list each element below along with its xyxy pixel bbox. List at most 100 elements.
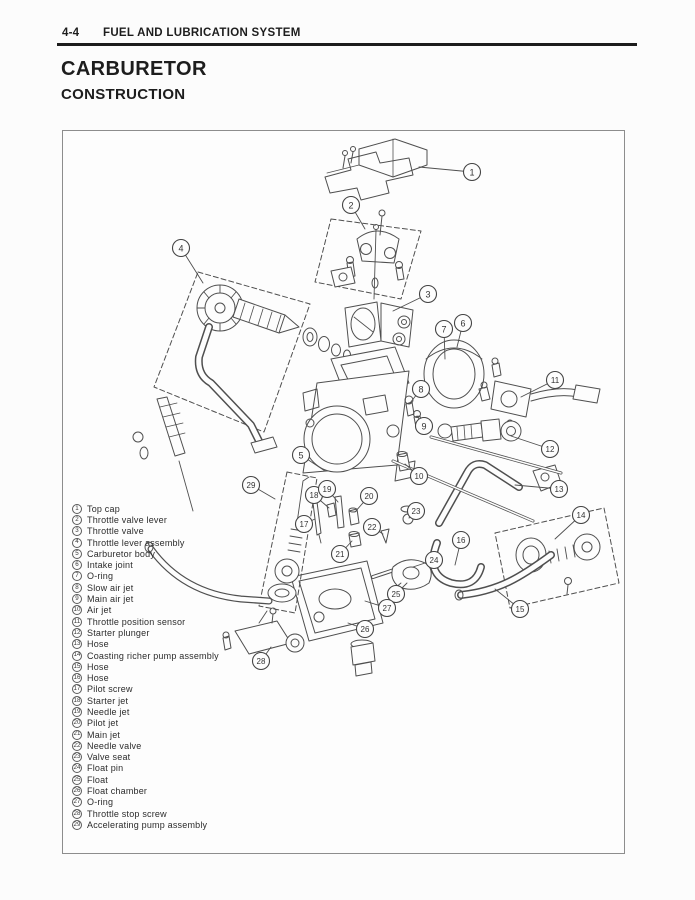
- legend-item-label: Main jet: [87, 729, 121, 740]
- part-callout-number: 23: [412, 507, 421, 516]
- legend-item-number: 1: [72, 503, 82, 514]
- legend-item-number: 17: [72, 684, 82, 695]
- part-callout: [294, 514, 314, 534]
- part-callout: [291, 445, 311, 465]
- legend-item: 29 Accelerating pump assembly: [72, 819, 219, 830]
- legend-item-number: 28: [72, 808, 82, 819]
- throttle-valve-drawing: [344, 224, 414, 348]
- legend-item-label: Air jet: [87, 605, 112, 616]
- part-callout: [540, 439, 560, 459]
- legend-item-number: 18: [72, 695, 82, 706]
- stop-screw-drawing: [222, 610, 305, 655]
- part-callout: [462, 162, 482, 182]
- richer-pump-box14: [494, 507, 620, 609]
- legend-item: 9 Main air jet: [72, 593, 219, 605]
- legend-item: 14 Coasting richer pump assembly: [72, 650, 219, 661]
- part-callout: [359, 486, 379, 506]
- starter-plunger-drawing: [437, 418, 522, 442]
- legend-item-label: Coasting richer pump assembly: [87, 650, 219, 661]
- legend-item-number: 9: [72, 594, 82, 605]
- part-callout: [409, 466, 429, 486]
- legend-item-number: 15: [72, 661, 82, 672]
- legend-item-label: O-ring: [87, 797, 114, 808]
- part-callout: [451, 530, 471, 550]
- part-callout-number: 17: [300, 520, 309, 529]
- legend-item-number: 13: [72, 639, 82, 650]
- legend-item-label: O-ring: [87, 571, 114, 582]
- part-callout: [330, 544, 350, 564]
- legend-item-label: Pilot jet: [87, 718, 119, 729]
- legend-item-label: Top cap: [87, 503, 120, 514]
- part-callout-number: 15: [516, 605, 525, 614]
- legend-item-number: 2: [72, 514, 82, 525]
- legend-item-label: Starter jet: [87, 695, 129, 706]
- lever-assembly-box4: [153, 271, 351, 454]
- hose15-drawing: [454, 551, 555, 601]
- legend-item-label: Accelerating pump assembly: [87, 819, 208, 830]
- part-callout: [414, 416, 434, 436]
- legend-item-label: Slow air jet: [87, 582, 134, 593]
- intake-joint-drawing: [423, 339, 502, 409]
- part-callout-number: 24: [430, 556, 439, 565]
- legend-item-number: 24: [72, 763, 82, 774]
- diagram-svg: 1234567891011121314151617181920212223242…: [132, 138, 620, 677]
- legend-item: 4 Throttle lever assembly: [72, 537, 219, 548]
- part-callout-number: 9: [421, 422, 426, 432]
- misc-left-parts: [132, 396, 273, 605]
- legend-item-number: 14: [72, 650, 82, 661]
- legend-item-number: 11: [72, 616, 82, 627]
- legend-item-label: Throttle valve lever: [87, 514, 168, 525]
- part-callout-number: 20: [365, 492, 374, 501]
- legend-item-number: 29: [72, 819, 82, 830]
- legend-item-number: 12: [72, 627, 82, 638]
- legend-item-number: 16: [72, 673, 82, 684]
- legend-item-number: 19: [72, 706, 82, 717]
- legend-item-label: Starter plunger: [87, 627, 150, 638]
- part-callout-number: 12: [546, 445, 555, 454]
- legend-item-label: Throttle lever assembly: [87, 537, 185, 548]
- legend-item-label: Intake joint: [87, 560, 133, 571]
- part-callout-number: 13: [555, 485, 564, 494]
- legend-item-number: 4: [72, 537, 82, 548]
- legend-item-label: Needle jet: [87, 706, 130, 717]
- part-callout-number: 29: [247, 481, 256, 490]
- part-callout: [317, 479, 337, 499]
- part-callout: [545, 370, 565, 390]
- legend-item: 19 Needle jet: [72, 706, 219, 717]
- part-callout-number: 22: [368, 523, 377, 532]
- legend-item: 18 Starter jet: [72, 695, 219, 706]
- legend-item-label: Float chamber: [87, 786, 148, 797]
- part-callout: [241, 475, 261, 495]
- part-callout: [571, 505, 591, 525]
- part-callout: [406, 501, 426, 521]
- part-callout: [434, 319, 454, 339]
- legend-item-label: Needle valve: [87, 740, 142, 751]
- part-callout-number: 21: [336, 550, 345, 559]
- part-callout: [341, 195, 361, 215]
- part-callout: [424, 550, 444, 570]
- part-callout-number: 3: [425, 290, 430, 300]
- throttle-lever-box: [314, 209, 422, 300]
- legend-item-label: Throttle stop screw: [87, 808, 167, 819]
- legend-item: 2 Throttle valve lever: [72, 514, 219, 525]
- section-title: FUEL AND LUBRICATION SYSTEM: [103, 27, 301, 39]
- legend-item-number: 23: [72, 752, 82, 763]
- hose13-drawing: [435, 460, 562, 527]
- part-callout-number: 5: [298, 451, 303, 461]
- part-callout-number: 10: [415, 472, 424, 481]
- legend-item-label: Main air jet: [87, 594, 134, 605]
- legend-item-label: Throttle valve: [87, 526, 144, 537]
- part-callout: [377, 598, 397, 618]
- part-callout-number: 18: [310, 491, 319, 500]
